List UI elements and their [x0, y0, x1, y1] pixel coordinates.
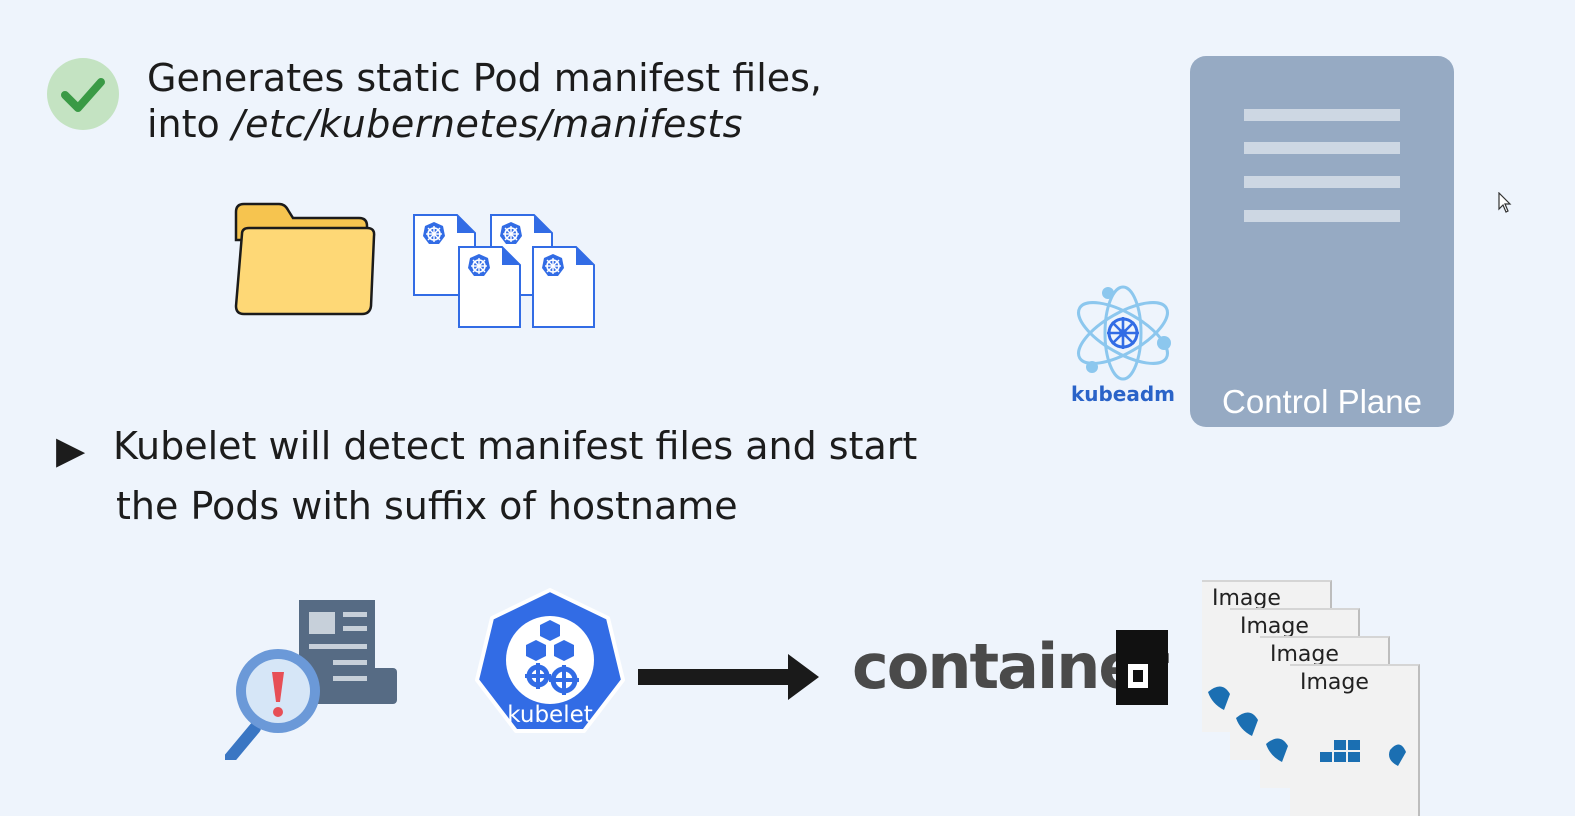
bullet-line-1: Kubelet will detect manifest files and s…: [113, 424, 918, 468]
folder-icon: [233, 200, 378, 322]
header-line-1: Generates static Pod manifest files,: [147, 56, 823, 100]
bullet-line-2: the Pods with suffix of hostname: [116, 484, 738, 528]
image-stack: Image Image Image Image: [1200, 580, 1440, 816]
kubelet-label: kubelet: [507, 702, 593, 728]
document-line: [1244, 142, 1400, 154]
header-line-2: into /etc/kubernetes/manifests: [147, 102, 743, 146]
image-label: Image: [1300, 670, 1369, 695]
document-line: [1244, 109, 1400, 121]
docker-image-icon: [1236, 712, 1258, 736]
kubelet-logo: kubelet: [474, 588, 626, 744]
header-line-2-prefix: into: [147, 102, 232, 146]
docker-image-icon: [1208, 686, 1230, 710]
control-plane-node: Control Plane: [1190, 56, 1454, 427]
docker-image-icon: [1266, 738, 1288, 762]
arrow-right-icon: [638, 652, 820, 706]
search-alert-icon: [224, 598, 400, 764]
image-label: Image: [1212, 586, 1281, 611]
docker-image-card: Image: [1290, 664, 1420, 816]
docker-whale-icon: [1320, 740, 1406, 766]
manifest-file-icon: [413, 214, 595, 328]
image-label: Image: [1240, 614, 1309, 639]
bullet-marker: ▶: [56, 428, 86, 472]
control-plane-label: Control Plane: [1222, 383, 1422, 420]
document-line: [1244, 176, 1400, 188]
document-line: [1244, 210, 1400, 222]
check-icon: [47, 58, 119, 130]
containerd-logo-d: [1116, 630, 1168, 705]
manifest-path: /etc/kubernetes/manifests: [231, 102, 743, 146]
kubeadm-logo: [1070, 283, 1176, 387]
mouse-cursor-icon: [1498, 191, 1512, 218]
manifest-files-group: [412, 212, 602, 334]
kubeadm-label: kubeadm: [1070, 382, 1176, 406]
image-label: Image: [1270, 642, 1339, 667]
